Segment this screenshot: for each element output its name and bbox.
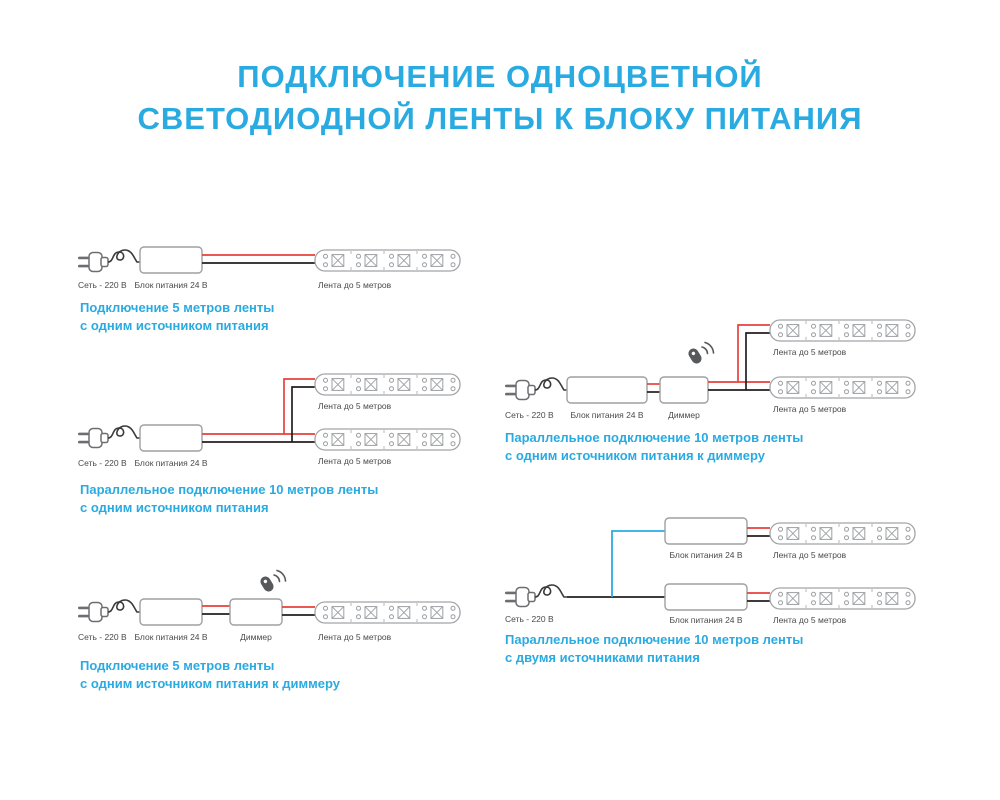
strip-label: Лента до 5 метров [318,280,392,290]
psu-label: Блок питания 24 В [134,458,207,468]
wire-blue [611,530,665,597]
psu-label: Блок питания 24 В [570,410,643,420]
dimmer-label: Диммер [240,632,272,642]
strip-label: Лента до 5 метров [773,615,847,625]
power-supply-box [566,376,648,404]
power-plug-icon [77,425,141,449]
strip-label: Лента до 5 метров [318,401,392,411]
psu-label: Блок питания 24 В [669,615,742,625]
mains-label: Сеть - 220 В [505,410,554,420]
diagram-caption-line-2: с двумя источниками питания [505,650,700,665]
diagram-caption-line-1: Параллельное подключение 10 метров ленты [505,632,803,647]
power-plug-icon [504,584,568,608]
strip-label: Лента до 5 метров [773,550,847,560]
diagram-caption-line-2: с одним источником питания к диммеру [80,676,341,691]
diagram-single-5m-one-psu-dimmer: Сеть - 220 В Блок питания 24 В Диммер Ле… [77,569,460,691]
diagram-parallel-10m-one-psu-dimmer: Лента до 5 метров Сеть - 220 В Блок пита… [504,320,915,463]
wire-red [202,378,315,435]
wire-black [708,332,770,391]
remote-control-icon [257,569,287,595]
diagram-caption-line-2: с одним источником питания [80,500,269,515]
mains-label: Сеть - 220 В [78,458,127,468]
diagram-caption-line-1: Параллельное подключение 10 метров ленты [505,430,803,445]
led-strip [770,377,915,398]
strip-label: Лента до 5 метров [773,404,847,414]
strip-label: Лента до 5 метров [318,632,392,642]
page-title-line-1: ПОДКЛЮЧЕНИЕ ОДНОЦВЕТНОЙ [237,58,762,94]
power-supply-box [139,598,203,626]
diagram-caption-line-2: с одним источником питания к диммеру [505,448,766,463]
mains-label: Сеть - 220 В [78,632,127,642]
mains-label: Сеть - 220 В [505,614,554,624]
strip-label: Лента до 5 метров [318,456,392,466]
led-strip [315,250,460,271]
wire-black [202,386,315,443]
wire-red [708,324,770,383]
mains-label: Сеть - 220 В [78,280,127,290]
diagram-parallel-10m-two-psu: Блок питания 24 В Лента до 5 метров Сеть… [504,517,915,665]
page-title-line-2: СВЕТОДИОДНОЙ ЛЕНТЫ К БЛОКУ ПИТАНИЯ [138,100,863,136]
dimmer-box [659,376,709,404]
led-strip [315,374,460,395]
remote-control-icon [685,341,715,367]
power-supply-box [139,246,203,274]
diagram-caption-line-1: Параллельное подключение 10 метров ленты [80,482,378,497]
led-strip [315,602,460,623]
diagram-caption-line-1: Подключение 5 метров ленты [80,658,274,673]
dimmer-label: Диммер [668,410,700,420]
strip-label: Лента до 5 метров [773,347,847,357]
led-strip [770,523,915,544]
psu-label: Блок питания 24 В [134,280,207,290]
led-strip [315,429,460,450]
power-plug-icon [77,249,141,273]
power-plug-icon [77,599,141,623]
diagram-parallel-10m-one-psu: Лента до 5 метров Сеть - 220 В Блок пита… [77,374,460,515]
led-strip [770,320,915,341]
power-supply-box [664,583,748,611]
diagram-single-5m-one-psu: Сеть - 220 В Блок питания 24 В Лента до … [77,246,460,333]
dimmer-box [229,598,283,626]
diagram-caption-line-2: с одним источником питания [80,318,269,333]
psu-label: Блок питания 24 В [134,632,207,642]
power-supply-box [139,424,203,452]
led-strip [770,588,915,609]
psu-label: Блок питания 24 В [669,550,742,560]
power-plug-icon [504,377,568,401]
power-supply-box [664,517,748,545]
diagram-caption-line-1: Подключение 5 метров ленты [80,300,274,315]
